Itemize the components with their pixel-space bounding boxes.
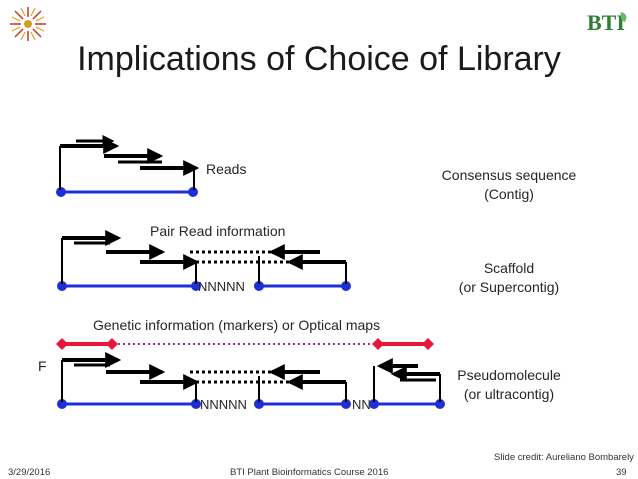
pair-read-label: Pair Read information [150, 223, 286, 239]
pseudomolecule-row [56, 338, 445, 409]
contig-end-right [191, 281, 201, 291]
pseudomolecule-term: Pseudomolecule [457, 367, 561, 383]
marker-diamond [106, 338, 118, 350]
slide-title: Implications of Choice of Library [77, 40, 561, 78]
contig-end-right [188, 187, 198, 197]
bti-logo: BTI [585, 8, 633, 43]
footer-course: BTI Plant Bioinformatics Course 2016 [230, 467, 389, 478]
genetic-info-label: Genetic information (markers) or Optical… [93, 317, 381, 333]
slide-credit: Slide credit: Aureliano Bombarely [494, 452, 634, 463]
page-number: 39 [616, 467, 627, 478]
marker-diamond [422, 338, 434, 350]
contig-end-right [341, 281, 351, 291]
marker-diamond [56, 338, 68, 350]
contig-description: Consensus sequence (Contig) [420, 167, 598, 202]
gap-n-label: NN [352, 397, 371, 412]
contig-end-left [57, 281, 67, 291]
f-label: F [38, 358, 47, 374]
scaffold-term-note: (or Supercontig) [458, 279, 560, 295]
sunburst-logo-icon [10, 7, 46, 41]
contig-end-left [56, 187, 66, 197]
leaf-icon: BTI [587, 10, 627, 35]
pseudomolecule-term-note: (or ultracontig) [463, 386, 555, 402]
pseudomolecule-description: Pseudomolecule (or ultracontig) [420, 367, 598, 402]
contig-end-left [254, 281, 264, 291]
scaffold-description: Scaffold (or Supercontig) [420, 260, 598, 295]
reads-label: Reads [206, 161, 247, 177]
gap-n-label: NNNNN [198, 279, 245, 294]
bti-logo-text: BTI [587, 10, 625, 35]
contig-row [56, 135, 200, 197]
gap-n-label: NNNNN [200, 397, 247, 412]
scaffold-row [57, 230, 351, 291]
contig-term: Consensus sequence [441, 167, 577, 183]
scaffold-term: Scaffold [483, 260, 535, 276]
footer-date: 3/29/2016 [8, 467, 51, 478]
marker-diamond [372, 338, 384, 350]
contig-term-note: (Contig) [484, 186, 534, 202]
